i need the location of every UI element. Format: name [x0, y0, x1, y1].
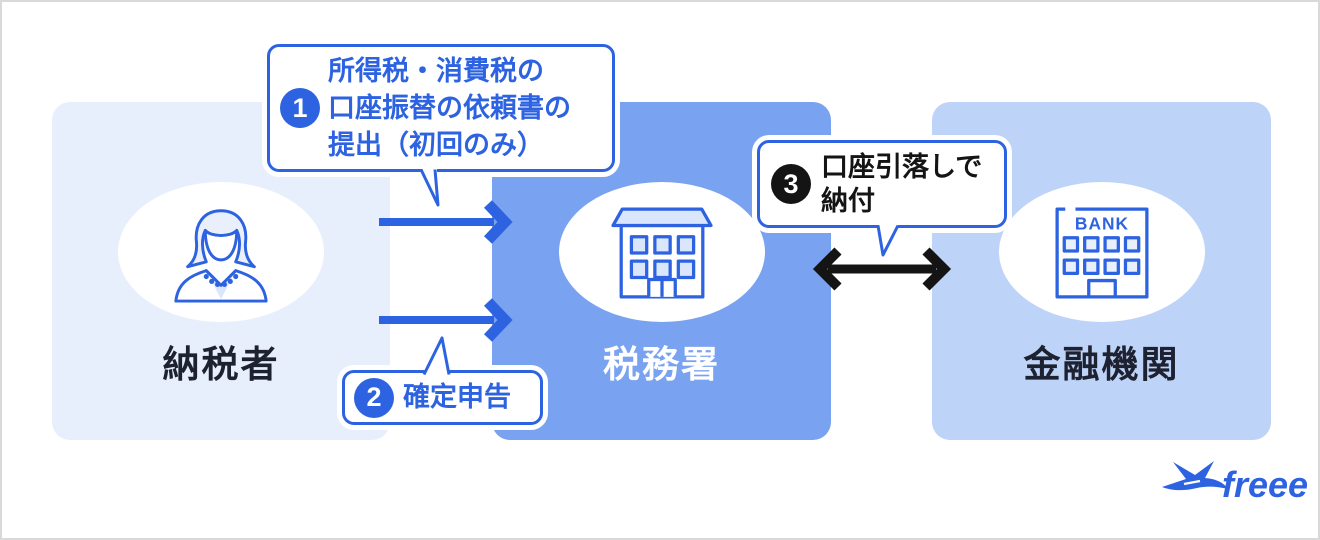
step2-number-badge: 2	[354, 377, 394, 418]
freee-logo-text: freee	[1222, 464, 1308, 505]
taxpayer-icon-backdrop	[118, 182, 324, 322]
step3-number-badge: 3	[771, 164, 811, 204]
right-arrow-icon	[379, 298, 513, 342]
tax-office-icon-backdrop	[558, 182, 765, 322]
callout-step3: 3 口座引落しで 納付	[757, 140, 1007, 228]
right-arrow-icon	[379, 200, 513, 244]
government-building-icon	[610, 207, 713, 299]
callout-step2-text: 確定申告	[403, 382, 511, 412]
double-arrow-icon	[812, 247, 952, 291]
bank-icon-backdrop: BANK	[998, 182, 1205, 322]
necklace-dots	[203, 273, 239, 287]
step1-number-badge: 1	[280, 88, 320, 128]
bank-label: 金融機関	[1023, 344, 1180, 385]
callout-step1: 1 所得税・消費税の 口座振替の依頼書の 提出（初回のみ）	[267, 44, 615, 172]
callout1-tail	[419, 168, 440, 207]
swallow-icon	[1162, 461, 1228, 491]
woman-icon	[174, 209, 268, 303]
callout3-tail	[876, 224, 900, 257]
callout-step3-text: 口座引落しで 納付	[821, 152, 983, 216]
freee-logo: freee	[1162, 461, 1308, 505]
tax-office-label: 税務署	[603, 344, 720, 385]
callout-step2: 2 確定申告	[342, 370, 543, 425]
bank-sign-text: BANK	[1074, 214, 1128, 234]
bank-building-icon: BANK	[1054, 207, 1149, 299]
callout-step1-text: 所得税・消費税の 口座振替の依頼書の 提出（初回のみ）	[328, 55, 571, 160]
taxpayer-label: 納税者	[162, 344, 280, 385]
